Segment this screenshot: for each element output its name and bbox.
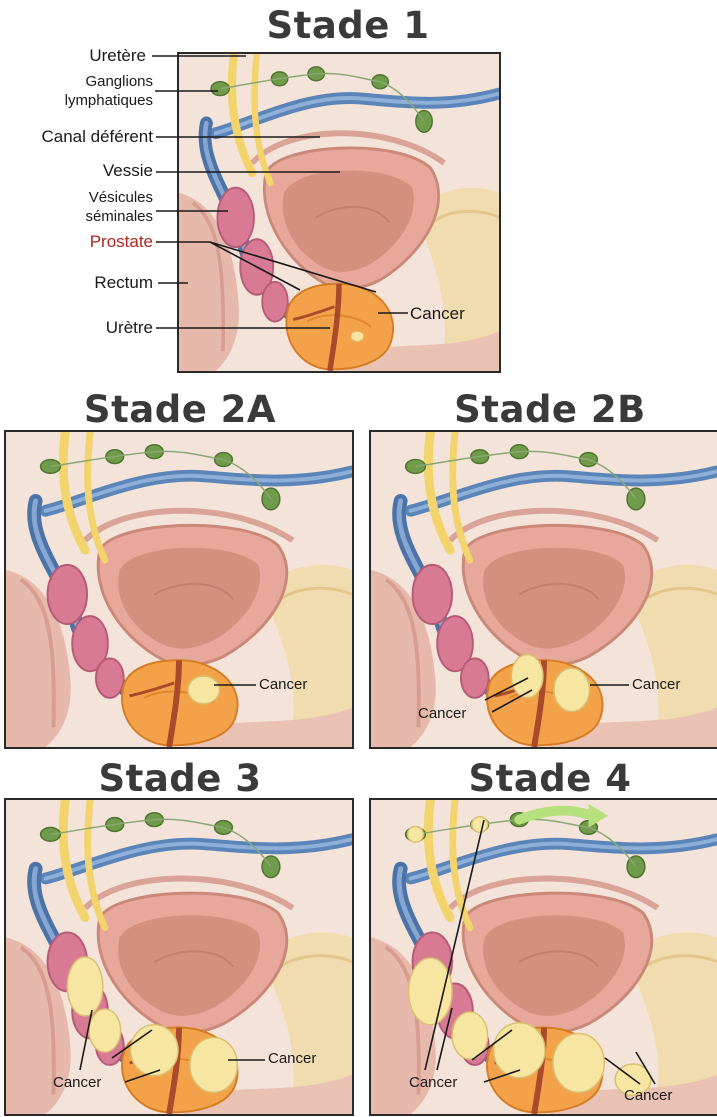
- label-stage-1-cancer: Cancer: [410, 304, 465, 324]
- stage-2a-panel: [4, 430, 354, 749]
- label-stage-3-cancer-left: Cancer: [53, 1074, 101, 1091]
- label-rectum: Rectum: [20, 273, 153, 292]
- stage-2b-tumor-right: [554, 668, 590, 711]
- label-ganglions-2: lymphatiques: [20, 91, 153, 110]
- stage-4-tumor-prostate-right: [553, 1034, 604, 1093]
- stage-1-panel: [177, 52, 501, 373]
- label-canal-deferent: Canal déférent: [0, 127, 153, 146]
- stage-3-title: Stade 3: [70, 757, 290, 800]
- label-stage-2b-cancer-right: Cancer: [632, 676, 680, 693]
- stage-4-tumor-prostate-left: [494, 1023, 545, 1078]
- stage-1-tumor: [351, 331, 364, 341]
- stage-2b-title: Stade 2B: [440, 388, 660, 431]
- stage-1-title: Stade 1: [258, 4, 438, 47]
- stage-4-illustration: [371, 800, 717, 1114]
- label-vessie: Vessie: [20, 161, 153, 180]
- stage-4-panel: [369, 798, 717, 1116]
- label-stage-3-cancer-right: Cancer: [268, 1050, 316, 1067]
- label-stage-2a-cancer: Cancer: [259, 676, 307, 693]
- stage-4-tumor-vesicle-2: [452, 1012, 488, 1059]
- stage-4-title: Stade 4: [440, 757, 660, 800]
- stage-2a-illustration: [6, 432, 352, 747]
- stage-3-panel: [4, 798, 354, 1116]
- label-prostate: Prostate: [20, 232, 153, 251]
- label-uretre: Urètre: [20, 318, 153, 337]
- stage-4-tumor-vesicle: [409, 958, 452, 1025]
- stage-2b-illustration: [371, 432, 717, 747]
- stage-2b-panel: [369, 430, 717, 749]
- stage-3-tumor-vesicle-2: [89, 1009, 121, 1052]
- label-stage-2b-cancer-left: Cancer: [418, 705, 466, 722]
- stage-4-node-tumor-1: [472, 817, 488, 833]
- stage-2a-tumor: [188, 676, 220, 704]
- stage-2a-title: Stade 2A: [70, 388, 290, 431]
- label-stage-4-cancer-left: Cancer: [409, 1074, 457, 1091]
- label-ganglions-1: Ganglions: [20, 72, 153, 91]
- stage-3-tumor-prostate-left: [131, 1025, 178, 1076]
- label-vesicules-2: séminales: [20, 207, 153, 226]
- stage-4-node-tumor-2: [408, 826, 424, 842]
- stage-2b-tumor-left: [511, 654, 543, 697]
- stage-3-tumor-prostate-right: [190, 1037, 237, 1092]
- label-stage-4-cancer-right: Cancer: [624, 1087, 672, 1104]
- stage-3-tumor-vesicle: [67, 957, 103, 1016]
- label-uretere: Uretère: [20, 46, 146, 65]
- label-vesicules-1: Vésicules: [20, 188, 153, 207]
